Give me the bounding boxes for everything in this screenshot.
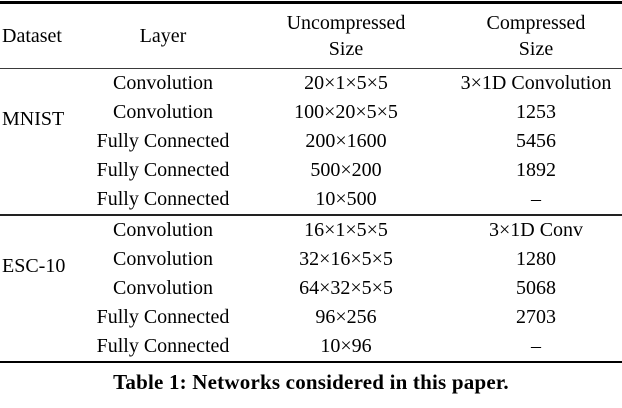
table-row: Fully Connected 10×500 – <box>0 185 622 215</box>
compressed-size-cell: 5068 <box>516 277 556 299</box>
compressed-size-cell: – <box>531 335 541 357</box>
compressed-size-cell: 5456 <box>516 130 556 152</box>
uncompressed-size-cell: 10×96 <box>320 335 372 357</box>
compressed-size-cell: 1253 <box>516 101 556 123</box>
dataset-label: ESC-10 <box>2 255 66 277</box>
compressed-size-cell: 3×1D Convolution <box>460 72 612 94</box>
compressed-size-cell: – <box>531 188 541 210</box>
layer-cell: Fully Connected <box>96 130 230 152</box>
header-dataset: Dataset <box>2 25 62 47</box>
header-row: Dataset Layer Uncompressed Size Compress… <box>0 3 622 69</box>
table-row: Fully Connected 10×96 – <box>0 332 622 362</box>
uncompressed-size-cell: 32×16×5×5 <box>299 248 393 270</box>
compressed-size-cell: 1892 <box>516 159 556 181</box>
header-compressed-size: Compressed Size <box>486 12 586 60</box>
compressed-size-cell: 2703 <box>516 306 556 328</box>
uncompressed-size-cell: 16×1×5×5 <box>304 219 388 241</box>
table-row: Fully Connected 96×256 2703 <box>0 303 622 332</box>
uncompressed-size-cell: 10×500 <box>315 188 377 210</box>
layer-cell: Fully Connected <box>96 159 230 181</box>
table-row: Fully Connected 200×1600 5456 <box>0 127 622 156</box>
networks-table: Dataset Layer Uncompressed Size Compress… <box>0 1 622 363</box>
layer-cell: Fully Connected <box>96 306 230 328</box>
layer-cell: Fully Connected <box>96 335 230 357</box>
table-row: Fully Connected 500×200 1892 <box>0 156 622 185</box>
table-row: Convolution 64×32×5×5 5068 <box>0 274 622 303</box>
table-section-mnist: MNIST Convolution 20×1×5×5 3×1D Convolution… <box>0 69 622 216</box>
table-row: MNIST Convolution 20×1×5×5 3×1D Convolution <box>0 69 622 130</box>
layer-cell: Convolution <box>112 72 213 94</box>
layer-cell: Fully Connected <box>96 188 230 210</box>
uncompressed-size-cell: 200×1600 <box>305 130 387 152</box>
uncompressed-size-cell: 64×32×5×5 <box>299 277 393 299</box>
compressed-size-cell: 3×1D Conv <box>488 219 584 241</box>
table-row: ESC-10 Convolution 16×1×5×5 3×1D Conv <box>0 215 622 277</box>
table-header: Dataset Layer Uncompressed Size Compress… <box>0 3 622 69</box>
layer-cell: Convolution <box>112 219 213 241</box>
table-caption: Table 1: Networks considered in this pap… <box>113 370 509 394</box>
compressed-size-cell: 1280 <box>516 248 556 270</box>
table-row: Convolution 100×20×5×5 1253 <box>0 98 622 127</box>
uncompressed-size-cell: 96×256 <box>315 306 377 328</box>
uncompressed-size-cell: 20×1×5×5 <box>304 72 388 94</box>
table-row: Convolution 32×16×5×5 1280 <box>0 245 622 274</box>
header-uncompressed-size: Uncompressed Size <box>286 12 406 60</box>
dataset-label: MNIST <box>2 108 65 130</box>
header-layer: Layer <box>139 25 187 47</box>
uncompressed-size-cell: 500×200 <box>310 159 382 181</box>
layer-cell: Convolution <box>112 101 213 123</box>
uncompressed-size-cell: 100×20×5×5 <box>294 101 398 123</box>
layer-cell: Convolution <box>112 248 213 270</box>
layer-cell: Convolution <box>112 277 213 299</box>
